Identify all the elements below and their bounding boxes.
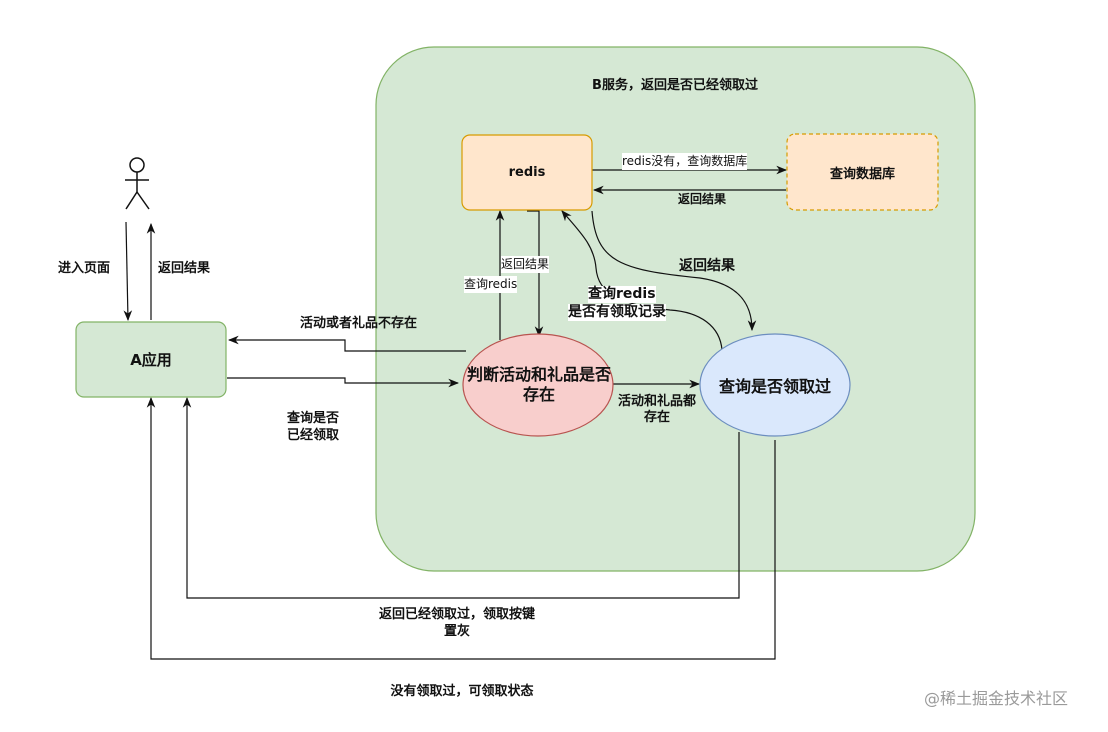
user-actor	[125, 157, 150, 210]
edge-not-claimed-result	[146, 396, 776, 660]
label-return-user: 返回结果	[158, 261, 211, 276]
label-query-claimed: 查询是否已经领取	[286, 411, 339, 443]
label-redis-to-check: 返回结果	[679, 258, 735, 274]
label-db-return: 返回结果	[678, 192, 727, 206]
label-not-claimed-result: 没有领取过，可领取状态	[390, 684, 534, 699]
judge-node[interactable]: 判断活动和礼品是否存在	[466, 365, 611, 404]
watermark: @稀土掘金技术社区	[924, 689, 1069, 708]
label-redis-miss: redis没有，查询数据库	[622, 153, 748, 170]
judge-node-shape	[462, 333, 614, 437]
label-not-exist: 活动或者礼品不存在	[300, 316, 418, 331]
label-redis-to-judge: 返回结果	[501, 256, 550, 273]
query-db-node[interactable]: 查询数据库	[829, 166, 895, 182]
check-claimed-node[interactable]: 查询是否领取过	[718, 377, 831, 396]
edge-not-exist	[227, 335, 466, 352]
edge-a-to-judge	[227, 377, 460, 388]
redis-node-shape	[461, 134, 593, 211]
service-b-container	[375, 46, 976, 572]
label-enter-page: 进入页面	[58, 261, 111, 276]
label-check-to-redis-1: 查询redis	[588, 286, 656, 303]
check-claimed-node-shape	[699, 333, 851, 437]
service-b-title: B服务，返回是否已经领取过	[592, 78, 758, 93]
redis-node[interactable]: redis	[508, 165, 546, 180]
label-both-exist: 活动和礼品都存在	[617, 394, 696, 425]
edge-claimed-result	[182, 396, 740, 599]
edge-redis-to-check	[591, 210, 757, 332]
query-db-node-shape	[786, 133, 939, 211]
edge-enter-page	[123, 221, 133, 322]
label-check-to-redis-2: 是否有领取记录	[568, 304, 666, 321]
app-a-node-shape	[75, 321, 227, 398]
label-judge-to-redis: 查询redis	[464, 276, 518, 293]
label-claimed-result: 返回已经领取过，领取按键置灰	[378, 607, 535, 639]
app-a-node[interactable]: A应用	[130, 351, 172, 369]
edge-redis-to-judge	[527, 210, 544, 338]
